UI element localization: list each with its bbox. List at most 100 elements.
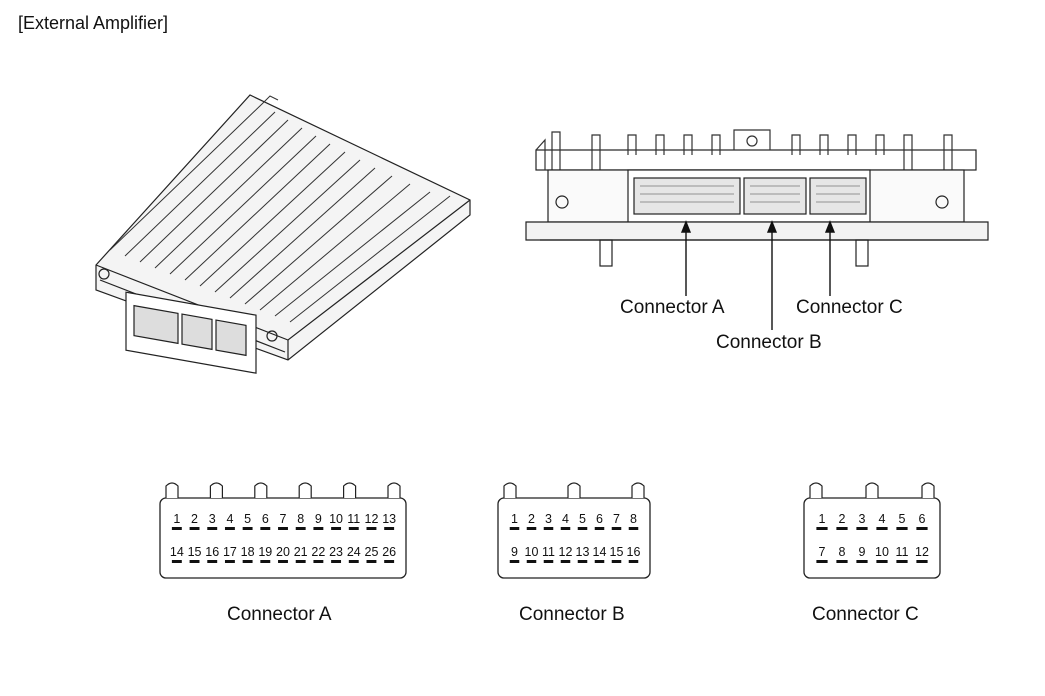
connector-latch xyxy=(343,482,357,498)
pin-number: 10 xyxy=(525,545,539,559)
connector-latch xyxy=(387,482,401,498)
pin-marker xyxy=(313,527,324,530)
connector-latch xyxy=(503,482,517,498)
connector-latch xyxy=(254,482,268,498)
pin-number: 16 xyxy=(205,545,219,559)
pin-number: 9 xyxy=(511,545,518,559)
pin-number: 7 xyxy=(280,512,287,526)
pin-number: 13 xyxy=(576,545,590,559)
pin-number: 12 xyxy=(915,545,929,559)
pin-number: 15 xyxy=(188,545,202,559)
pin-marker xyxy=(313,560,324,563)
pin-marker xyxy=(577,560,588,563)
connector-latch xyxy=(298,482,312,498)
pin-number: 14 xyxy=(593,545,607,559)
pin-number: 11 xyxy=(896,545,909,559)
pin-marker xyxy=(816,527,828,530)
pin-number: 18 xyxy=(241,545,255,559)
pin-marker xyxy=(242,527,253,530)
pin-number: 1 xyxy=(173,512,180,526)
pin-marker xyxy=(295,560,306,563)
pin-marker xyxy=(171,560,182,563)
pin-number: 25 xyxy=(365,545,379,559)
callout-arrows xyxy=(680,220,836,330)
pin-number: 16 xyxy=(627,545,641,559)
pin-marker xyxy=(189,560,200,563)
pin-number: 7 xyxy=(613,512,620,526)
pin-marker xyxy=(836,527,848,530)
pin-marker xyxy=(856,527,868,530)
pin-marker xyxy=(384,527,395,530)
pin-number: 6 xyxy=(919,512,926,526)
pin-number: 9 xyxy=(859,545,866,559)
amplifier-isometric-drawing xyxy=(95,94,471,374)
pin-marker xyxy=(594,527,605,530)
pin-number: 23 xyxy=(329,545,343,559)
pin-marker xyxy=(916,527,928,530)
pin-number: 20 xyxy=(276,545,290,559)
pin-number: 2 xyxy=(839,512,846,526)
pin-marker xyxy=(171,527,182,530)
pin-marker xyxy=(384,560,395,563)
pin-marker xyxy=(366,560,377,563)
pin-marker xyxy=(331,560,342,563)
pin-marker xyxy=(611,560,622,563)
pin-number: 1 xyxy=(819,512,826,526)
pin-marker xyxy=(611,527,622,530)
diagram-title: [External Amplifier] xyxy=(18,13,169,33)
connector-latch xyxy=(567,482,581,498)
pin-marker xyxy=(224,527,235,530)
connector-latch xyxy=(165,482,179,498)
pin-number: 3 xyxy=(859,512,866,526)
pin-number: 6 xyxy=(596,512,603,526)
pin-marker xyxy=(628,527,639,530)
pin-marker xyxy=(526,527,537,530)
pin-number: 7 xyxy=(819,545,826,559)
pin-marker xyxy=(543,560,554,563)
connector-housing xyxy=(159,497,407,579)
pin-marker xyxy=(836,560,848,563)
pin-number: 21 xyxy=(294,545,308,559)
pin-marker xyxy=(560,560,571,563)
pin-number: 26 xyxy=(382,545,396,559)
pin-marker xyxy=(207,527,218,530)
pin-marker xyxy=(366,527,377,530)
pin-number: 5 xyxy=(244,512,251,526)
pin-marker xyxy=(331,527,342,530)
pin-marker xyxy=(816,560,828,563)
pin-number: 13 xyxy=(382,512,396,526)
callout-connector-a: Connector A xyxy=(620,297,725,318)
connector-b-caption: Connector B xyxy=(519,604,625,625)
pin-number: 4 xyxy=(226,512,233,526)
pin-number: 19 xyxy=(258,545,272,559)
pin-number: 8 xyxy=(297,512,304,526)
pin-number: 6 xyxy=(262,512,269,526)
pin-number: 5 xyxy=(899,512,906,526)
pin-number: 24 xyxy=(347,545,361,559)
pin-marker xyxy=(896,560,908,563)
pin-number: 8 xyxy=(630,512,637,526)
pin-marker xyxy=(543,527,554,530)
pin-number: 4 xyxy=(562,512,569,526)
pin-marker xyxy=(628,560,639,563)
pin-marker xyxy=(189,527,200,530)
connector-latch xyxy=(865,482,879,498)
pin-number: 3 xyxy=(209,512,216,526)
connector-latch xyxy=(631,482,645,498)
pin-marker xyxy=(348,560,359,563)
pin-marker xyxy=(526,560,537,563)
pin-number: 8 xyxy=(839,545,846,559)
pin-marker xyxy=(260,527,271,530)
amplifier-front-view-drawing xyxy=(525,129,989,267)
connector-c-caption: Connector C xyxy=(812,604,919,625)
pin-number: 15 xyxy=(610,545,624,559)
pin-number: 4 xyxy=(879,512,886,526)
pin-number: 5 xyxy=(579,512,586,526)
pin-number: 14 xyxy=(170,545,184,559)
pin-number: 9 xyxy=(315,512,322,526)
pin-marker xyxy=(509,527,520,530)
pin-marker xyxy=(295,527,306,530)
connector-latch xyxy=(921,482,935,498)
